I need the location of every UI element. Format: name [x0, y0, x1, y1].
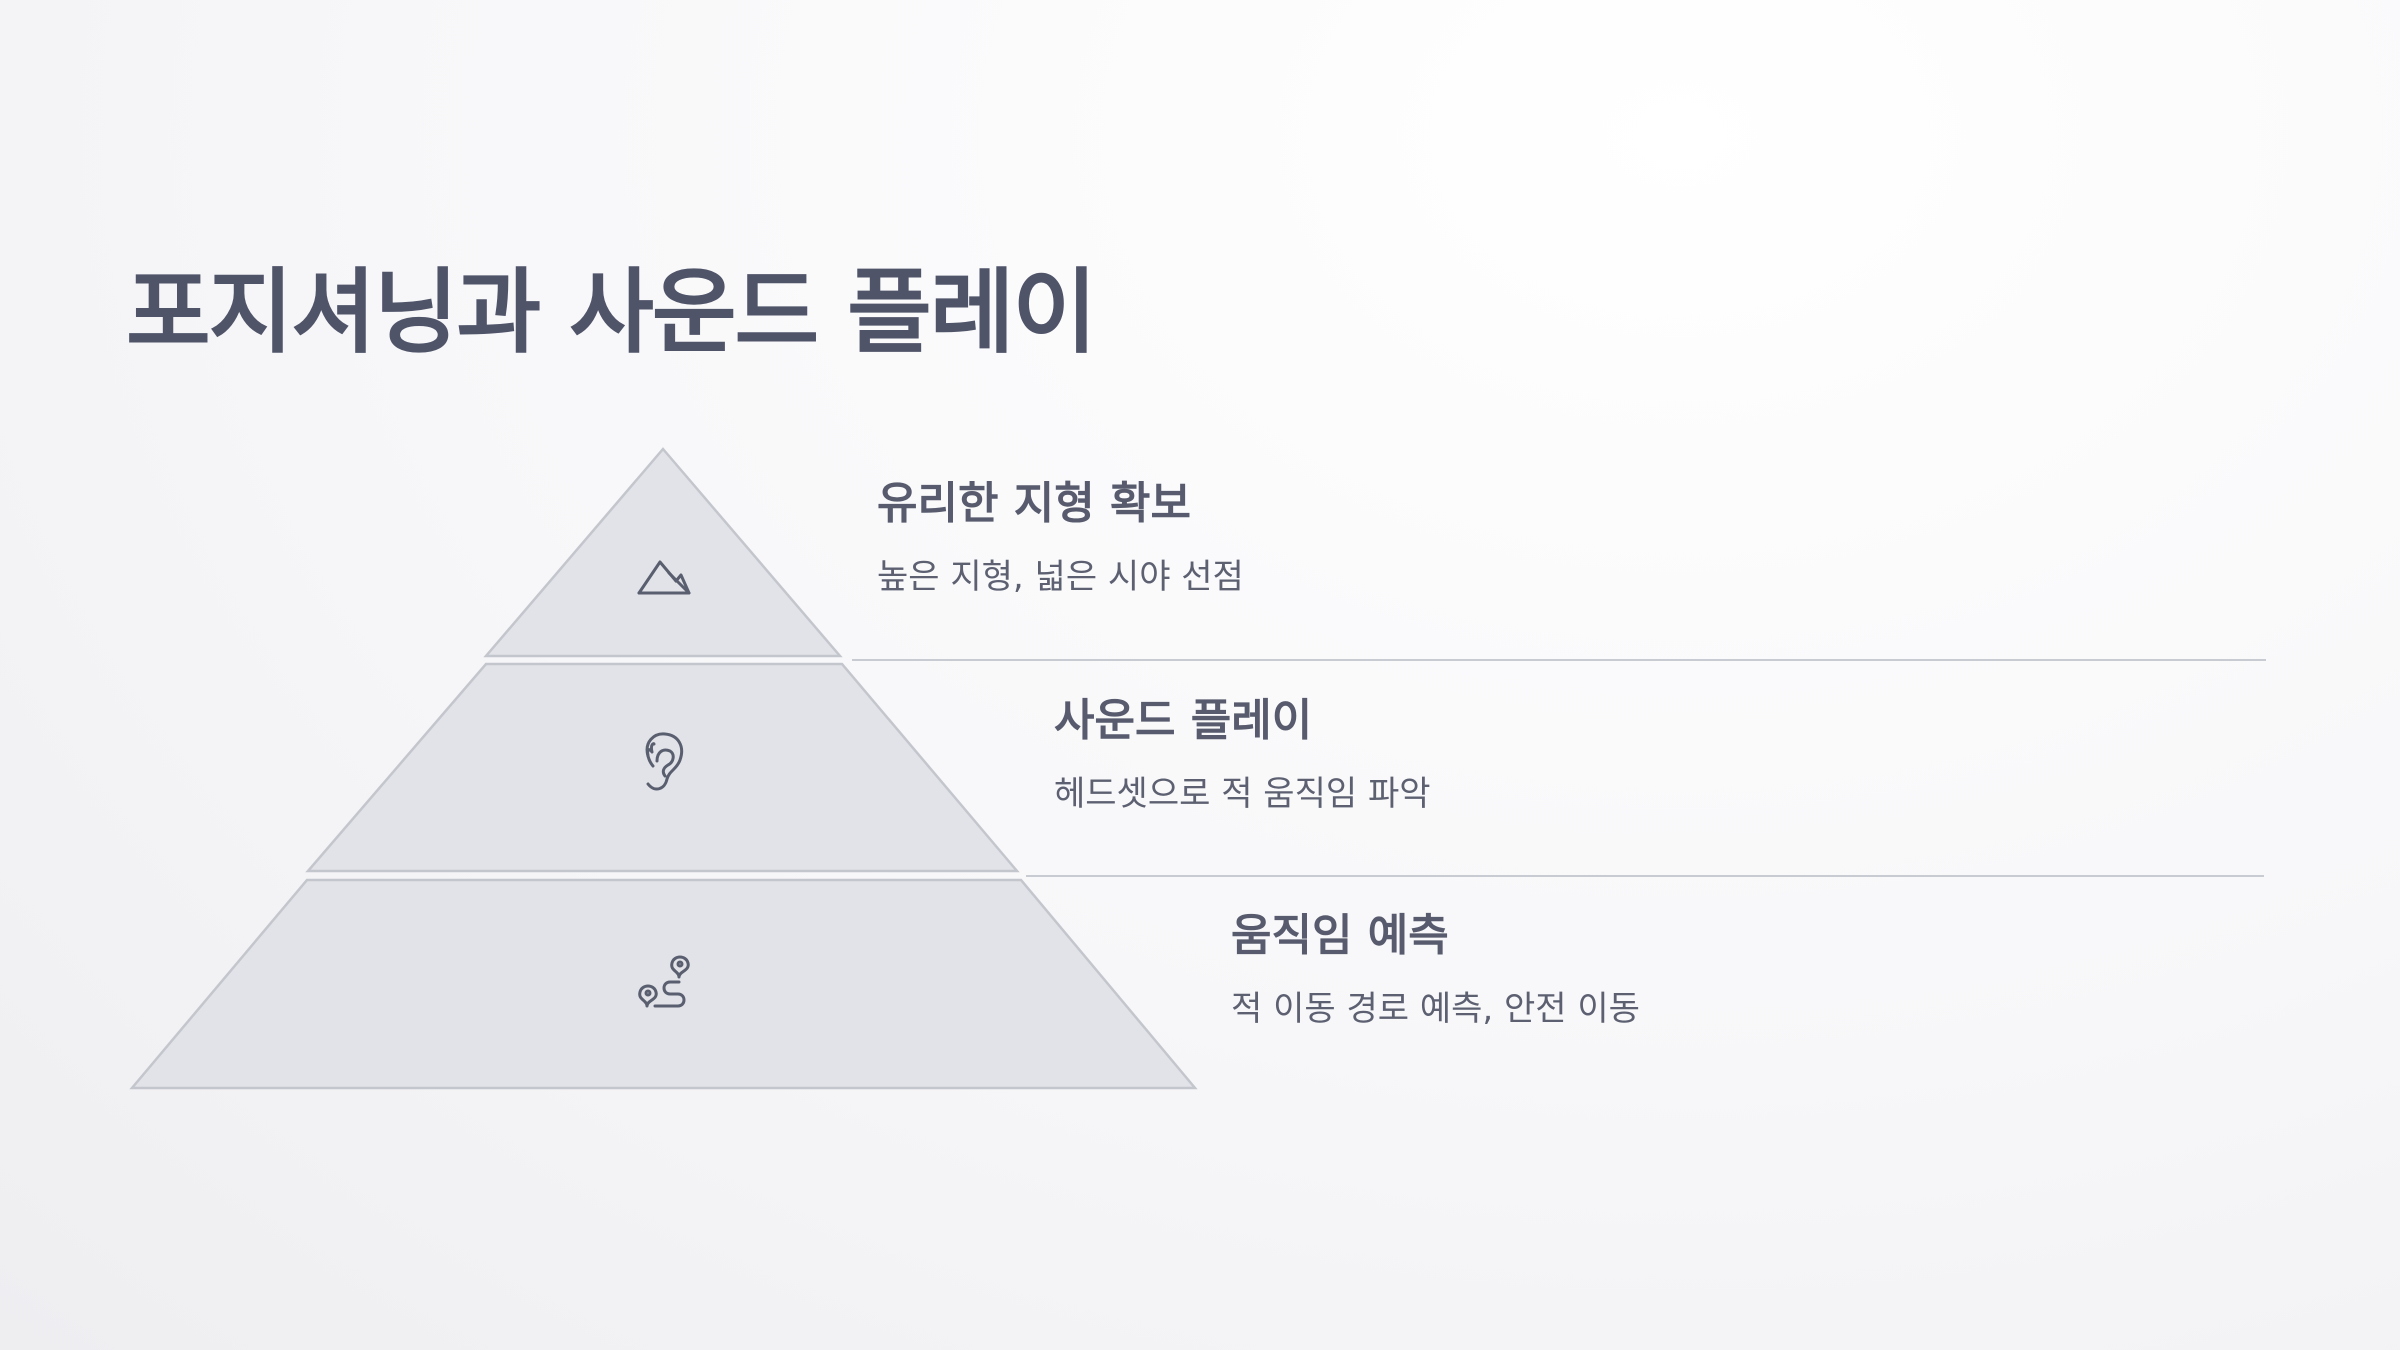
tier-1-heading: 유리한 지형 확보: [877, 478, 1191, 529]
tier-1-text: 유리한 지형 확보 높은 지형, 넓은 시야 선점: [877, 478, 1244, 598]
tier-1-description: 높은 지형, 넓은 시야 선점: [877, 556, 1244, 597]
slide-title: 포지셔닝과 사운드 플레이: [126, 259, 1097, 366]
pyramid-tier-bottom: [129, 878, 1198, 1090]
route-icon: [638, 955, 690, 1008]
ear-icon: [645, 732, 684, 791]
mountain-icon: [637, 560, 691, 595]
tier-2-heading: 사운드 플레이: [1054, 695, 1313, 746]
pyramid-tier-top: [483, 447, 843, 658]
tier-3-text: 움직임 예측 적 이동 경로 예측, 안전 이동: [1231, 910, 1640, 1030]
tier-2-text: 사운드 플레이 헤드셋으로 적 움직임 파악: [1054, 695, 1431, 815]
tier-3-description: 적 이동 경로 예측, 안전 이동: [1231, 988, 1640, 1029]
tier-2-description: 헤드셋으로 적 움직임 파악: [1054, 773, 1431, 814]
pyramid-tier-middle: [305, 662, 1020, 873]
tier-3-heading: 움직임 예측: [1231, 910, 1449, 961]
